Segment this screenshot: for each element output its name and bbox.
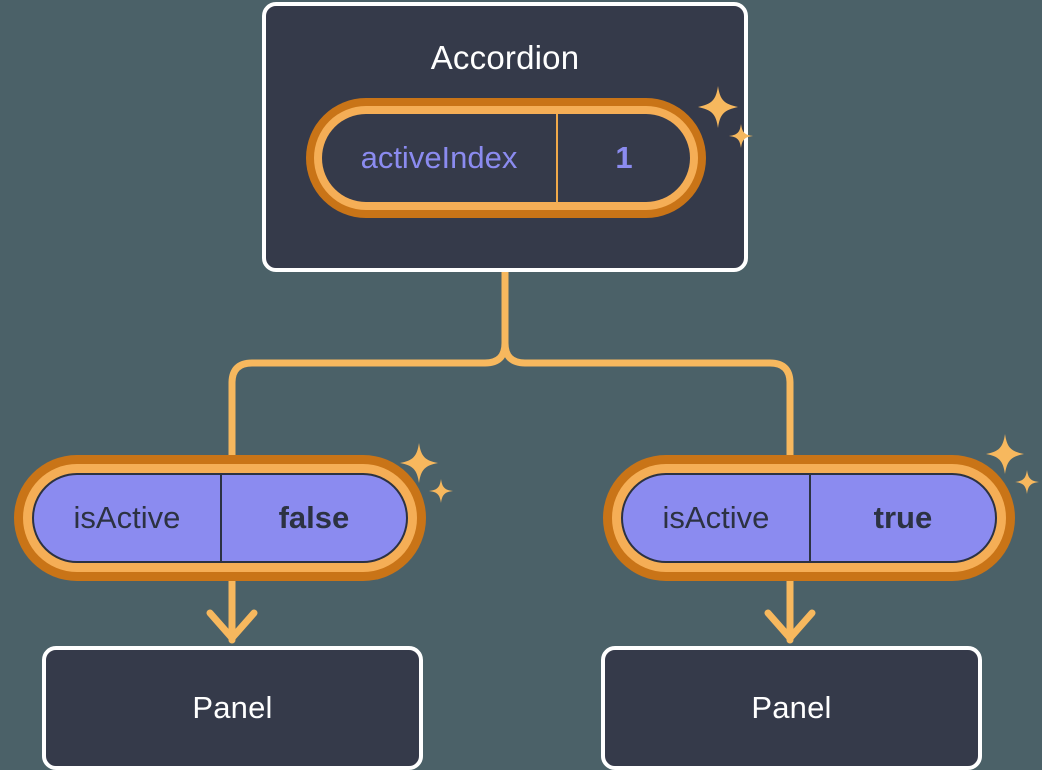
connector-root-branch: [228, 268, 509, 459]
panel-left-state-value: false: [278, 500, 350, 535]
accordion-state-key: activeIndex: [322, 114, 558, 202]
arrow-head-left-icon: [206, 609, 258, 642]
panel-right-state-value: true: [873, 500, 933, 535]
accordion-state-value: 1: [615, 140, 633, 175]
panel-right-state-pill-body: isActive true: [621, 473, 997, 563]
connector-root-branch-right: [501, 268, 794, 459]
panel-left-state-pill-body: isActive false: [32, 473, 408, 563]
arrow-head-right-icon: [764, 609, 816, 642]
accordion-state-pill-body: activeIndex 1: [322, 114, 690, 202]
panel-left-state-key: isActive: [34, 475, 222, 561]
panel-left-state-pill[interactable]: isActive false: [14, 455, 426, 581]
accordion-title: Accordion: [430, 39, 580, 76]
panel-right-title: Panel: [751, 690, 832, 725]
accordion-state-pill[interactable]: activeIndex 1: [306, 98, 706, 218]
panel-right-component-box[interactable]: Panel: [601, 646, 982, 770]
panel-left-title: Panel: [192, 690, 273, 725]
panel-right-state-pill[interactable]: isActive true: [603, 455, 1015, 581]
panel-left-component-box[interactable]: Panel: [42, 646, 423, 770]
panel-right-state-key: isActive: [623, 475, 811, 561]
